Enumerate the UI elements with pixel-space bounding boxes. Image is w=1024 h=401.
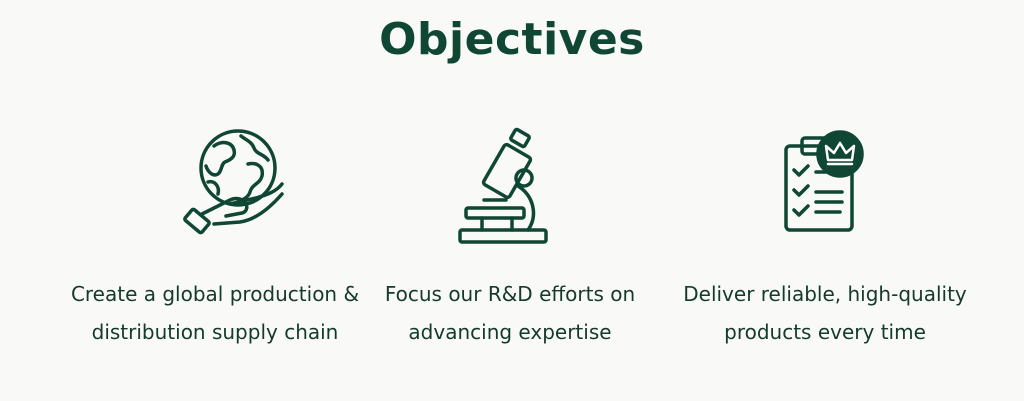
globe-in-hand-icon (178, 124, 288, 244)
page-title: Objectives (379, 14, 645, 65)
microscope-icon (454, 124, 564, 244)
objective-caption-global-supply-chain: Create a global production & distributio… (70, 282, 360, 344)
objective-caption-rd-expertise: Focus our R&D efforts on advancing exper… (384, 282, 636, 344)
quality-checklist-crown-icon (768, 124, 878, 244)
objective-caption-quality-products: Deliver reliable, high-quality products … (683, 282, 967, 344)
